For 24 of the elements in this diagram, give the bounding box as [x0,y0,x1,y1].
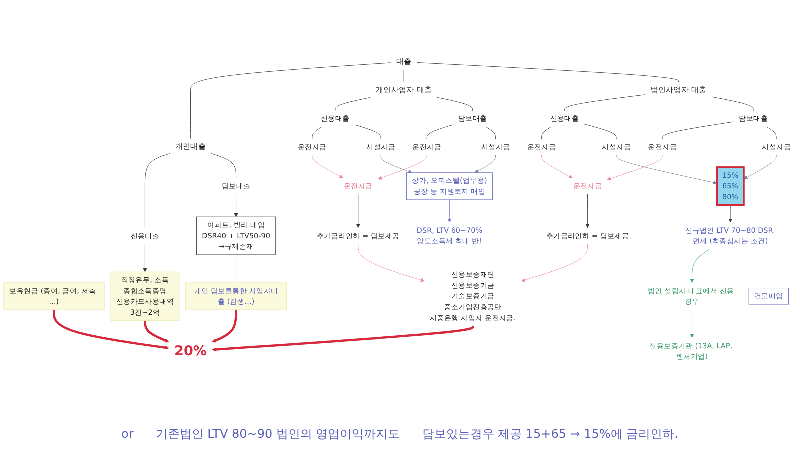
connector [712,96,754,111]
connector [190,62,392,139]
connector [416,62,679,82]
node-text: 20% [174,343,207,360]
arrow [144,320,170,342]
note-text: or [122,427,134,441]
connector [144,153,170,228]
connector [211,153,236,178]
connector [584,124,617,140]
connector [564,94,646,111]
note-text: 기존법인 LTV 80~90 법인의 영업이익까지도 [156,426,400,442]
connector [437,97,473,111]
arrow [52,310,170,350]
connector [355,124,382,140]
connector [766,126,777,140]
connector [335,97,371,111]
connector [662,122,734,140]
note-text: 담보있는경우 제공 15+65 → 15%에 금리인하. [422,426,678,442]
connector [486,126,496,140]
arrow [212,310,238,342]
connector [312,126,322,140]
arrow [212,325,474,352]
connector [426,124,454,140]
connector [542,126,552,140]
